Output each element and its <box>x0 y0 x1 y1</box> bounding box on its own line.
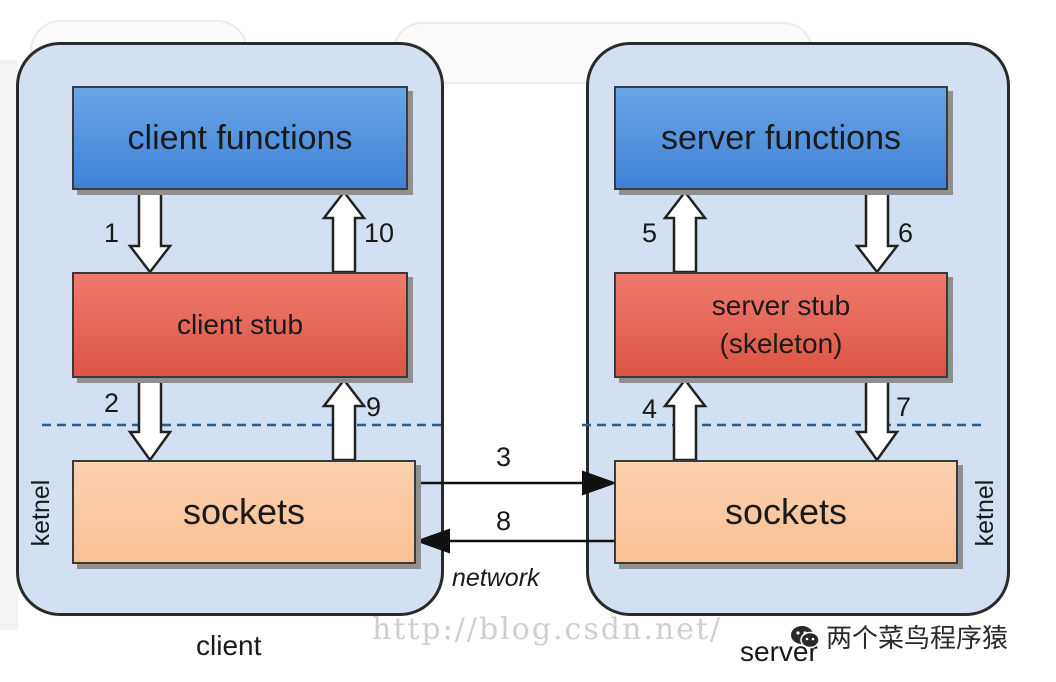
wechat-account-name: 两个菜鸟程序猿 <box>826 623 1009 653</box>
client-functions-box: client functions <box>72 86 408 190</box>
arrow-step-10 <box>321 189 367 274</box>
server-functions-label: server functions <box>661 118 901 157</box>
server-stub-label: server stub (skeleton) <box>711 290 851 359</box>
step-label-6: 6 <box>898 218 914 248</box>
arrow-step-2 <box>127 378 173 463</box>
wechat-icon <box>791 625 820 648</box>
server-kernel-label: ketnel <box>971 479 999 547</box>
wechat-account-badge: 两个菜鸟程序猿 <box>790 618 1008 655</box>
client-sockets-box: sockets <box>72 460 416 564</box>
client-caption: client <box>196 630 262 661</box>
arrow-step-1 <box>127 190 173 275</box>
step-label-7: 7 <box>896 392 912 422</box>
step-label-1: 1 <box>104 218 120 248</box>
arrow-step-5 <box>662 189 708 274</box>
network-label: network <box>452 564 540 592</box>
client-sockets-label: sockets <box>182 491 306 532</box>
step-label-8: 8 <box>496 506 512 536</box>
step-label-10: 10 <box>364 218 395 248</box>
arrow-step-7 <box>854 378 900 463</box>
arrow-step-4 <box>662 377 708 462</box>
client-stub-label: client stub <box>176 309 304 340</box>
client-functions-label: client functions <box>127 118 353 157</box>
background-strip <box>0 60 18 630</box>
step-label-4: 4 <box>642 394 658 424</box>
server-functions-box: server functions <box>614 86 948 190</box>
client-stub-box: client stub <box>72 272 408 378</box>
arrow-step-6 <box>854 190 900 275</box>
step-label-9: 9 <box>366 392 382 422</box>
client-kernel-label: ketnel <box>27 479 55 547</box>
step-label-3: 3 <box>496 442 512 472</box>
server-sockets-box: sockets <box>614 460 958 564</box>
server-stub-box: server stub (skeleton) <box>614 272 948 378</box>
step-label-5: 5 <box>642 218 658 248</box>
arrow-step-9 <box>321 377 367 462</box>
watermark-url: http://blog.csdn.net/ <box>372 612 723 647</box>
step-label-2: 2 <box>104 388 120 418</box>
server-sockets-label: sockets <box>724 491 848 532</box>
